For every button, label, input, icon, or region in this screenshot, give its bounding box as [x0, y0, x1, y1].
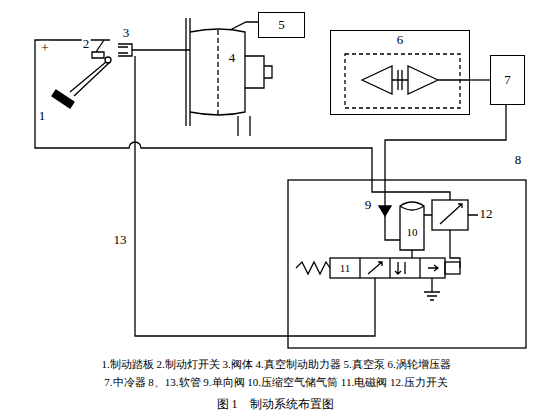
valve-spring — [296, 262, 330, 274]
hose-13 — [135, 56, 375, 336]
hose-8 — [385, 105, 506, 206]
check-valve — [379, 206, 391, 216]
callout-number: 5 — [278, 18, 285, 32]
pedal-pad — [52, 90, 74, 108]
callout-number: 13 — [113, 233, 128, 247]
solenoid-coil — [445, 262, 460, 274]
component-box: 5 — [258, 12, 305, 38]
valve-cells — [360, 258, 420, 278]
solenoid-valve — [330, 258, 445, 278]
ground-symbol — [424, 278, 440, 300]
callout-number: 3 — [122, 26, 131, 40]
turbo-wheels — [362, 66, 470, 94]
pipe-connector — [470, 79, 490, 80]
callout-number: 10 — [406, 226, 419, 238]
callout-number: 1 — [38, 109, 47, 123]
parts-list: 1.制动踏板 2.制动灯开关 3.阀体 4.真空制动助力器 5.真空泵 6.涡轮… — [0, 358, 550, 370]
pedal-arm — [70, 62, 110, 96]
check-valve-line — [385, 216, 400, 240]
component-panel — [288, 180, 526, 348]
callout-number: 2 — [82, 37, 91, 51]
callout-number: 7 — [504, 73, 511, 87]
callout-number: 4 — [228, 51, 237, 65]
booster-plate — [186, 18, 190, 126]
callout-number: 9 — [364, 198, 373, 212]
air-tank — [400, 202, 424, 250]
callout-number: 12 — [479, 207, 494, 221]
callout-number: 6 — [397, 33, 404, 47]
callout-number: + — [40, 41, 49, 55]
booster-diaphragm — [217, 30, 218, 116]
brake-switch — [92, 40, 104, 58]
tank-outlet — [411, 250, 412, 258]
callout-number: 11 — [339, 262, 352, 274]
parts-list: 7.中冷器 8、13.软管 9.单向阀 10.压缩空气储气筒 11.电磁阀 12… — [0, 376, 550, 388]
component-box: 7 — [490, 55, 525, 105]
vacuum-line — [230, 22, 258, 30]
valve-arrows — [368, 262, 438, 274]
booster-mount — [238, 116, 250, 136]
booster-shell — [190, 29, 245, 115]
component-box: 6 — [330, 30, 470, 115]
master-cylinder — [245, 56, 272, 88]
callout-number: 8 — [514, 153, 523, 167]
valve-body — [118, 44, 190, 56]
electric-wire — [35, 40, 450, 200]
figure-caption: 图 1 制动系统布置图 — [0, 396, 550, 413]
